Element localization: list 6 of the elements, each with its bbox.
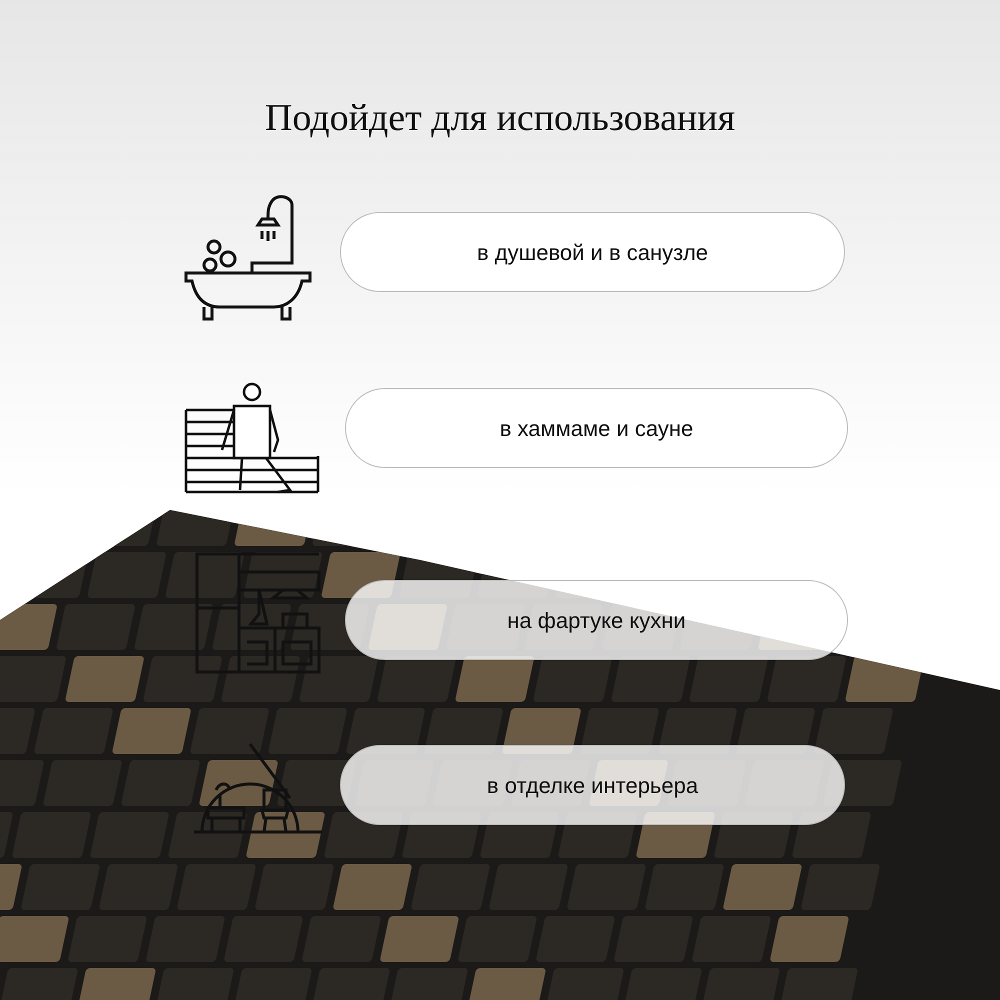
title: Подойдет для использования	[264, 96, 736, 141]
option-text: в душевой и в санузле	[476, 238, 708, 267]
option-text: в отделке интерьера	[486, 772, 698, 800]
option-text: на фартуке кухни	[507, 606, 686, 635]
option-pill	[340, 745, 845, 825]
option-text: в хаммаме и сауне	[500, 414, 694, 443]
